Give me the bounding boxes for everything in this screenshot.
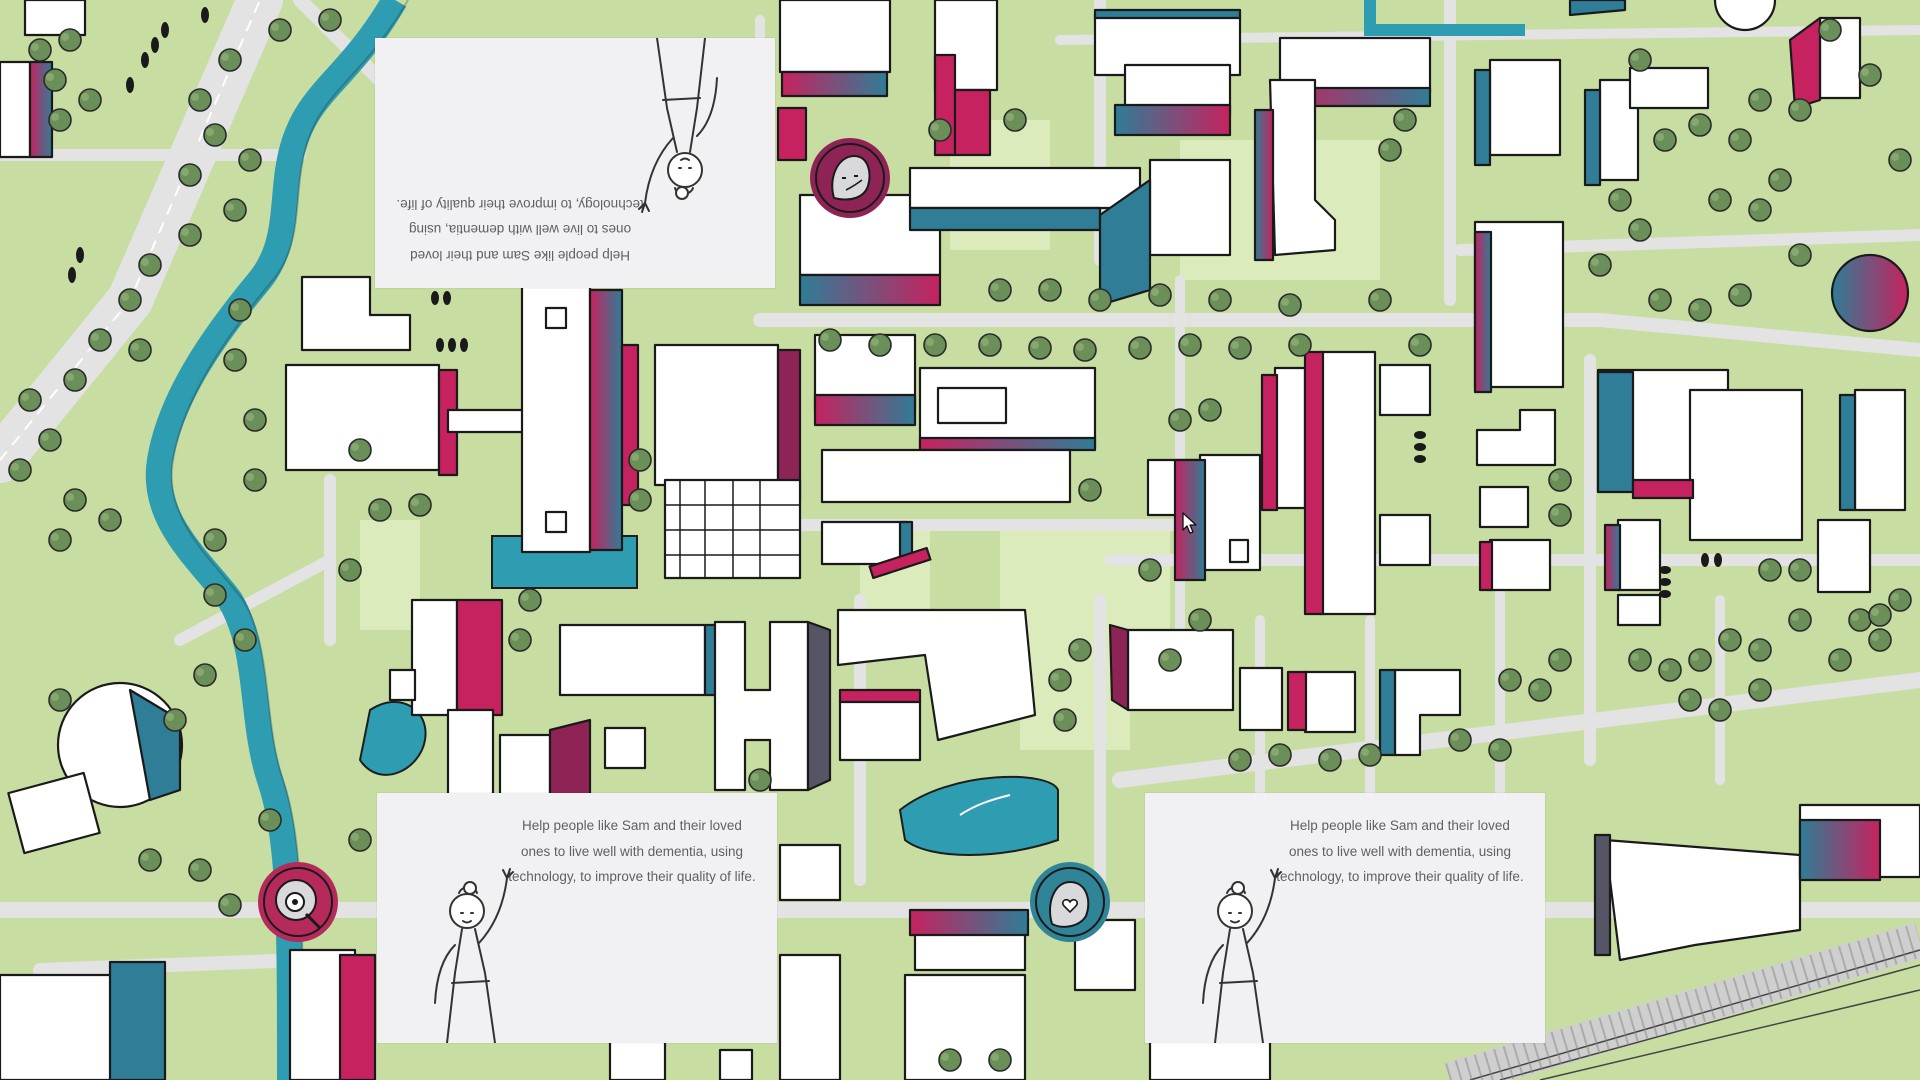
waving-woman-icon [638, 38, 718, 213]
parked-cars [68, 7, 1722, 598]
heart-person-avatar-icon[interactable] [1030, 862, 1110, 942]
mouse-pointer-icon [1182, 512, 1197, 534]
magnifier-person-avatar-icon[interactable] [258, 862, 338, 942]
card-text: Help people like Sam and their loved one… [508, 818, 756, 884]
elderly-person-avatar-icon[interactable] [810, 138, 890, 218]
info-card-bottom-right: Help people like Sam and their loved one… [1145, 793, 1545, 1043]
waving-woman-icon [434, 868, 514, 1043]
card-text: Help people like Sam and their loved one… [1276, 818, 1524, 884]
river [145, 0, 407, 1080]
railway [1444, 922, 1920, 1080]
info-card-bottom-left: Help people like Sam and their loved one… [377, 793, 777, 1043]
waving-woman-icon [1202, 868, 1282, 1043]
info-card-top-flipped: Help people like Sam and their loved one… [375, 38, 775, 288]
